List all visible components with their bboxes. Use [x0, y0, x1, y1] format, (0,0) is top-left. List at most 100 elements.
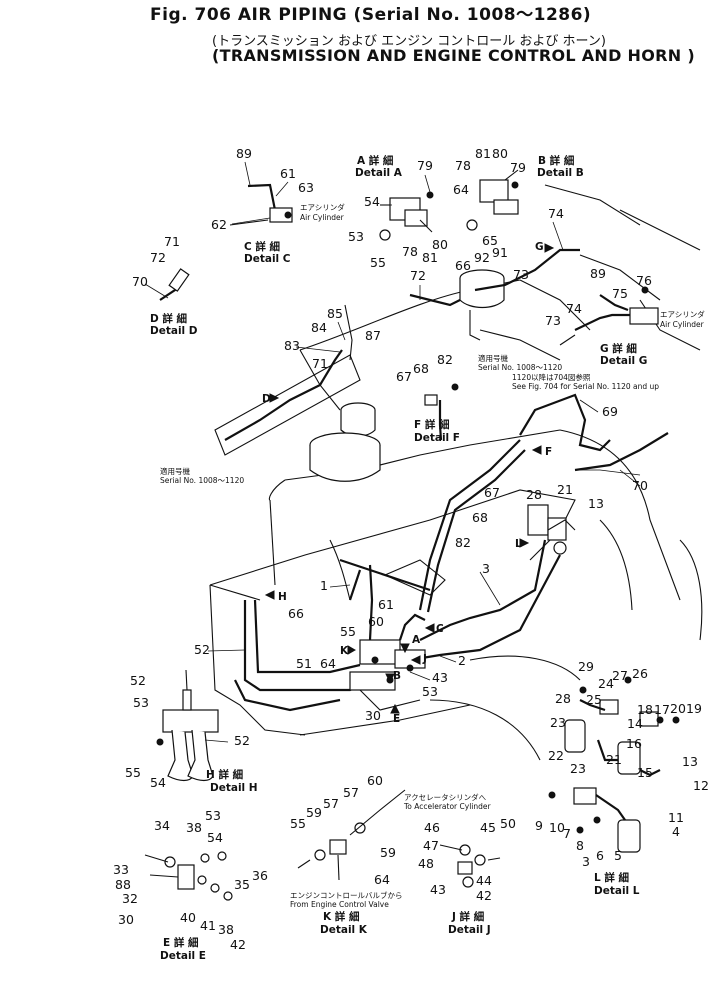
part-label-84: 83	[284, 338, 300, 353]
part-label-54-e: 53	[205, 808, 221, 823]
accel-note-jp: アクセレータシリンダへ	[404, 792, 487, 802]
detail-a-en: Detail A	[355, 167, 403, 179]
part-label-65: 64	[320, 656, 336, 671]
part-label-12: 12	[693, 778, 709, 793]
part-label-32: 32	[122, 891, 138, 906]
part-label-67: 66	[288, 606, 304, 621]
detail-j-fitting	[439, 844, 501, 888]
part-label-92: 92	[474, 250, 490, 265]
part-label-54-a: 53	[348, 229, 364, 244]
subtitle-english: (TRANSMISSION AND ENGINE CONTROL AND HOR…	[212, 46, 695, 65]
arrow-b: B	[393, 670, 401, 682]
part-label-67-b: 66	[455, 258, 471, 273]
part-label-27: 27	[612, 668, 628, 683]
part-label-91: 91	[492, 245, 508, 260]
machine-outline	[209, 184, 703, 761]
part-label-56-a: 55	[370, 255, 386, 270]
part-label-49: 52	[194, 642, 210, 657]
part-label-54: 53	[422, 684, 438, 699]
part-label-68: 67	[484, 485, 500, 500]
part-label-81-b: 80	[492, 146, 508, 161]
part-label-72: 71	[164, 234, 180, 249]
serial-inset-panel	[214, 304, 361, 456]
part-label-59: 57	[343, 785, 359, 800]
detail-b-en: Detail B	[537, 167, 584, 179]
detail-l-valves	[548, 676, 680, 853]
part-label-50: 52	[234, 733, 250, 748]
part-label-62: 61	[280, 166, 296, 181]
detail-f-en: Detail F	[414, 432, 460, 444]
part-label-88: 88	[115, 877, 131, 892]
part-label-79-a: 78	[402, 244, 418, 259]
part-label-83-upper: 82	[437, 352, 453, 367]
part-label-76-g: 74	[566, 301, 582, 316]
accel-note-en: To Accelerator Cylinder	[403, 802, 491, 811]
leader-lines	[144, 161, 641, 743]
part-label-51: 53	[133, 695, 149, 710]
part-label-34: 34	[154, 818, 170, 833]
part-label-35: 35	[234, 877, 250, 892]
serial-note-range-left: Serial No. 1008～1120	[160, 476, 244, 485]
part-label-5: 5	[614, 848, 622, 863]
part-label-26: 26	[632, 666, 648, 681]
part-label-45: 46	[424, 820, 440, 835]
part-label-21: 21	[606, 752, 622, 767]
detail-b-jp: B 詳 細	[538, 154, 575, 167]
part-label-78: 76	[636, 273, 652, 288]
part-label-55-e: 54	[207, 830, 223, 845]
arrow-a: A	[412, 634, 421, 646]
detail-g-en: Detail G	[600, 355, 647, 367]
part-label-13-upper: 13	[588, 496, 604, 511]
part-label-22: 22	[548, 748, 564, 763]
part-label-74: 72	[410, 268, 426, 283]
air-cylinder-jp-c: エアシリンダ	[300, 202, 345, 212]
part-label-3: 3	[482, 561, 490, 576]
part-label-47: 48	[418, 856, 434, 871]
part-label-69-upper: 68	[413, 361, 429, 376]
part-label-18: 18	[637, 702, 653, 717]
detail-c-en: Detail C	[244, 253, 291, 265]
part-label-81-a: 80	[432, 237, 448, 252]
part-label-23-b: 23	[570, 761, 586, 776]
arrow-j: J	[422, 653, 427, 665]
part-label-15: 15	[637, 765, 653, 780]
arrow-c: C	[436, 623, 444, 635]
reservoir-tank-upper	[459, 269, 505, 309]
serial-1120-jp: 1120以降は704図参照	[512, 372, 591, 382]
part-label-64: 63	[298, 180, 314, 195]
part-label-30: 30	[365, 708, 381, 723]
part-label-2: 2	[458, 653, 466, 668]
part-label-61-k: 60	[367, 773, 383, 788]
detail-d-jp: D 詳 細	[150, 312, 188, 325]
part-label-83: 82	[455, 535, 471, 550]
part-label-44: 45	[480, 820, 496, 835]
part-label-1: 1	[320, 578, 328, 593]
part-label-89: 89	[236, 146, 252, 161]
part-label-66: 65	[482, 233, 498, 248]
serial-note-jp: 適用号機	[478, 353, 508, 363]
part-label-53: 55	[125, 765, 141, 780]
part-label-60-k: 59	[380, 845, 396, 860]
part-label-16: 16	[626, 736, 642, 751]
part-label-10: 10	[549, 820, 565, 835]
part-label-69: 68	[472, 510, 488, 525]
detail-f-fitting	[424, 383, 459, 441]
part-label-52: 54	[150, 775, 166, 790]
detail-k-en: Detail K	[320, 924, 368, 936]
part-label-20: 20	[670, 701, 686, 716]
part-label-63: 62	[211, 217, 227, 232]
arrow-h: H	[278, 591, 287, 603]
detail-e-en: Detail E	[160, 950, 206, 962]
part-label-29: 29	[578, 659, 594, 674]
part-label-41-e: 42	[230, 937, 246, 952]
detail-k-fitting	[297, 789, 406, 881]
part-label-71: 70	[132, 274, 148, 289]
detail-j-jp: J 詳 細	[451, 910, 485, 923]
reservoir-tank-lower	[309, 402, 381, 482]
detail-h-en: Detail H	[210, 782, 258, 794]
part-label-86: 85	[327, 306, 343, 321]
part-label-6: 6	[596, 848, 604, 863]
part-label-19: 19	[686, 701, 702, 716]
engine-valve-note-jp: エンジンコントロールバルブから	[290, 890, 403, 900]
part-label-43: 44	[476, 873, 492, 888]
